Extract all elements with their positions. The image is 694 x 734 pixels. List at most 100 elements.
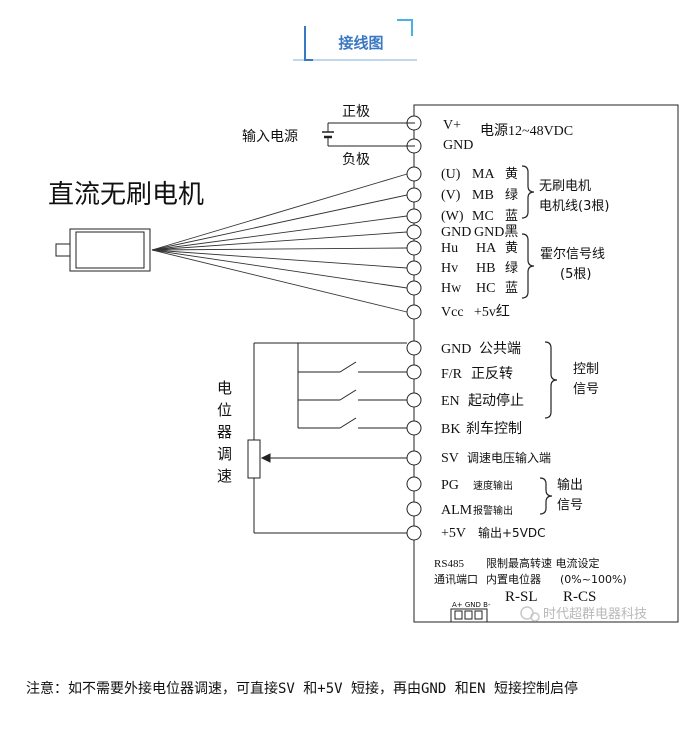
terminal-gnd-common-label: GND xyxy=(441,342,471,357)
terminal-bk-label: BK xyxy=(441,422,460,437)
terminal-alm-screw xyxy=(406,501,422,517)
terminal-hv-label2: HB xyxy=(476,261,495,276)
potentiometer-wiper-arrow xyxy=(260,453,271,463)
motor-line-label-1: 无刷电机 xyxy=(539,179,591,194)
terminal-v-screw xyxy=(406,187,422,203)
terminal-en-label2: 起动停止 xyxy=(468,392,524,409)
terminal-plus5v-screw xyxy=(406,525,422,541)
terminal-hu-color: 黄 xyxy=(505,241,518,256)
terminal-plus5v-label2: 输出+5VDC xyxy=(478,525,546,540)
terminal-alm-label: ALM xyxy=(441,503,473,518)
terminal-u-label: (U) xyxy=(441,167,461,182)
motor-wire-hu xyxy=(151,247,408,251)
motor-wire-hv xyxy=(151,249,408,269)
power-input xyxy=(322,122,415,147)
terminal-w-screw xyxy=(406,208,422,224)
terminal-hw-label2: HC xyxy=(476,281,495,296)
connector-pins-label: A+ GND B- xyxy=(452,601,491,609)
terminal-gnd-common-screw xyxy=(406,340,422,356)
terminal-plus5v-label: +5V xyxy=(441,526,466,541)
motor-wires xyxy=(151,173,408,313)
terminal-en-screw xyxy=(406,392,422,408)
terminal-hu-label: Hu xyxy=(441,241,458,256)
terminal-bk-label2: 刹车控制 xyxy=(466,420,522,437)
terminal-w-color: 蓝 xyxy=(505,209,518,224)
motor xyxy=(55,228,151,272)
title-bracket-right xyxy=(397,19,413,36)
terminal-en-label: EN xyxy=(441,394,460,409)
internal-pot-label: 内置电位器 xyxy=(486,572,541,586)
terminal-fr-screw xyxy=(406,364,422,380)
terminal-pg-label: PG xyxy=(441,478,459,493)
pot-label-char: 速 xyxy=(217,467,232,485)
positive-label: 正极 xyxy=(342,104,370,120)
limit-desc-label: 限制最高转速 电流设定 xyxy=(486,556,600,570)
terminal-v-label2: MB xyxy=(472,188,494,203)
terminal-u-label2: MA xyxy=(472,167,495,182)
potentiometer-body xyxy=(247,439,261,479)
output-brace xyxy=(539,477,553,515)
motor-wire-w xyxy=(151,215,408,251)
connector-pin-a xyxy=(454,610,463,620)
motor-label: 直流无刷电机 xyxy=(48,180,204,210)
controller-box xyxy=(413,104,679,623)
pot-label-char: 调 xyxy=(217,445,232,463)
terminal-sv-screw xyxy=(406,450,422,466)
title-banner: 接线图 xyxy=(293,19,417,61)
motor-body-inner xyxy=(75,231,145,269)
group-braces xyxy=(521,165,558,515)
pot-label-char: 位 xyxy=(217,401,232,419)
rs485-connector xyxy=(450,608,488,623)
control-label-2: 信号 xyxy=(573,382,599,397)
terminal-u-color: 黄 xyxy=(505,167,518,182)
terminal-sv-label2: 调速电压输入端 xyxy=(467,450,551,465)
title-bracket-left xyxy=(304,26,313,61)
motor-line-label-2: 电机线(3根) xyxy=(539,199,609,214)
terminal-gnd-hall-label: GND xyxy=(441,225,471,240)
pot-label-char: 电 xyxy=(217,379,232,397)
terminal-gnd-common-label2: 公共端 xyxy=(479,341,521,357)
terminal-u-screw xyxy=(406,166,422,182)
terminal-fr-label: F/R xyxy=(441,367,463,382)
motor-line-brace xyxy=(521,165,535,219)
control-wiring xyxy=(247,342,407,534)
terminal-hw-screw xyxy=(406,280,422,296)
motor-wire-u xyxy=(151,173,408,251)
rcs-label: R-CS xyxy=(563,589,596,605)
hall-line-label-2: (5根) xyxy=(560,267,591,282)
motor-wire-vcc xyxy=(151,249,408,313)
terminal-hv-color: 绿 xyxy=(505,261,518,276)
terminal-pg-screw xyxy=(406,476,422,492)
motor-wire-v xyxy=(151,194,408,251)
connector-pin-b xyxy=(474,610,483,620)
terminal-w-label2: MC xyxy=(472,209,494,224)
terminal-hv-screw xyxy=(406,260,422,276)
watermark-text: 时代超群电器科技 xyxy=(543,607,647,622)
terminal-vcc-screw xyxy=(406,304,422,320)
rs485-label: RS485 xyxy=(434,558,464,570)
fr-switch-blade xyxy=(339,361,357,373)
hall-line-brace xyxy=(521,233,535,299)
motor-wire-gnd-hall xyxy=(151,231,408,251)
terminal-gnd-hall-label2: GND黑 xyxy=(474,225,518,240)
terminal-gnd-hall-screw xyxy=(406,224,422,240)
power-spec: 电源12~48VDC xyxy=(480,123,573,139)
connector-body xyxy=(450,608,488,623)
terminal-hw-label: Hw xyxy=(441,281,462,296)
terminal-vcc-label: Vcc xyxy=(441,305,464,320)
terminal-vplus-label: V+ xyxy=(443,118,461,133)
bottom-settings: RS485 通讯端口 限制最高转速 电流设定 内置电位器 (0%~100%) R… xyxy=(434,556,627,609)
control-label-1: 控制 xyxy=(573,362,599,377)
terminal-hu-screw xyxy=(406,240,422,256)
terminal-pg-label2: 速度输出 xyxy=(473,479,513,492)
terminal-bk-screw xyxy=(406,420,422,436)
terminal-sv-label: SV xyxy=(441,451,459,466)
terminal-hv-label: Hv xyxy=(441,261,458,276)
negative-label: 负极 xyxy=(342,152,370,168)
output-label-2: 信号 xyxy=(557,498,583,513)
title: 接线图 xyxy=(338,34,383,52)
hall-line-label-1: 霍尔信号线 xyxy=(540,247,605,262)
terminal-w-label: (W) xyxy=(441,209,464,224)
power-input-label: 输入电源 xyxy=(242,129,298,145)
